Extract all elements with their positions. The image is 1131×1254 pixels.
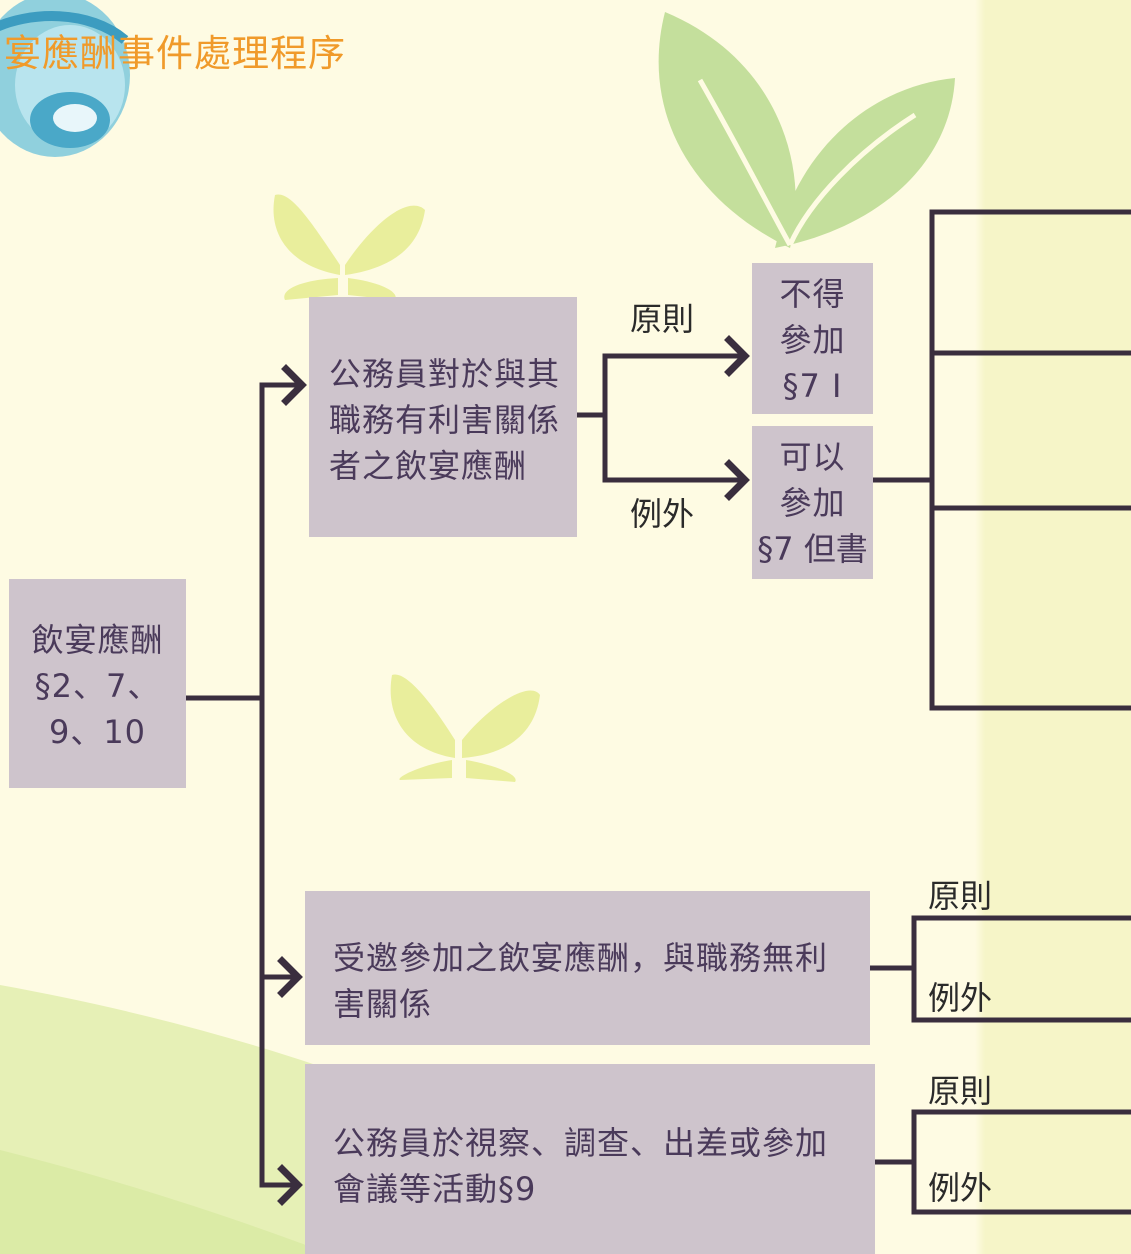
exception-result-section: §7 但書: [757, 530, 868, 568]
branch2-node-box: 受邀參加之飲宴應酬，與職務無利 害關係: [305, 891, 870, 1045]
principle-result-line2: 參加: [779, 321, 846, 359]
leaf-plant-icon: [658, 12, 955, 248]
branch1-node-text: 公務員對於與其 職務有利害關係 者之飲宴應酬: [329, 355, 561, 485]
exception-result-line2: 參加: [779, 484, 846, 522]
root-node-sections-cont: 9、10: [48, 713, 147, 751]
root-node-label: 飲宴應酬: [31, 621, 164, 659]
exception-result-line1: 可以: [779, 438, 846, 476]
principle-result-line1: 不得: [779, 275, 846, 313]
principle-result-box: 不得 參加 §7 I: [752, 263, 873, 414]
branch3-node-text: 公務員於視察、調查、出差或參加 會議等活動§9: [333, 1124, 829, 1208]
branch3-node-box: 公務員於視察、調查、出差或參加 會議等活動§9: [305, 1064, 875, 1254]
principle-result-section: §7 I: [782, 367, 843, 405]
butterfly-icon: [273, 194, 425, 300]
branch2-node-text: 受邀參加之飲宴應酬，與職務無利 害關係: [333, 939, 829, 1023]
arrow-head-icon: [724, 335, 750, 377]
arrow-head-icon: [724, 459, 750, 501]
root-node-box: 飲宴應酬 §2、7、 9、10: [9, 579, 186, 788]
hill-shape-light: [0, 1150, 330, 1254]
branch2-principle-label: 原則: [928, 877, 993, 915]
branch3-principle-label: 原則: [928, 1072, 993, 1110]
exception-result-box: 可以 參加 §7 但書: [752, 426, 873, 579]
page-title: 宴應酬事件處理程序: [4, 32, 346, 75]
butterfly-icon: [390, 674, 540, 782]
globe-logo-icon: [0, 0, 130, 157]
arrow-head-icon: [277, 956, 303, 998]
branch1-node-box: 公務員對於與其 職務有利害關係 者之飲宴應酬: [309, 297, 577, 537]
arrow-head-icon: [277, 1164, 303, 1206]
branch2-exception-label: 例外: [928, 979, 993, 1017]
branch1-exception-label: 例外: [630, 495, 695, 533]
branch3-exception-label: 例外: [928, 1169, 993, 1207]
arrow-head-icon: [281, 364, 307, 406]
branch1-principle-label: 原則: [630, 300, 695, 338]
root-node-sections: §2、7、: [34, 667, 161, 705]
